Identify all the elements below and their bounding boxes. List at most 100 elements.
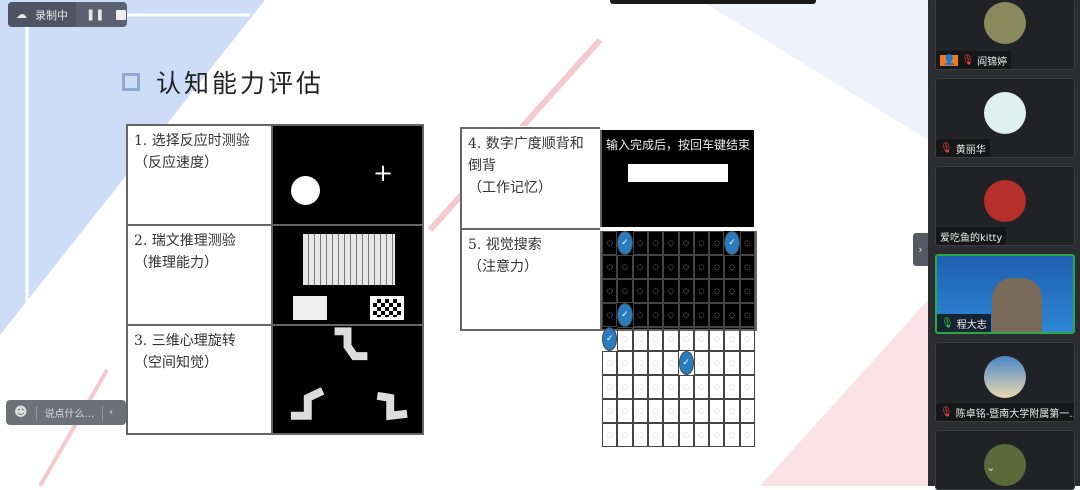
search-symbol: ◌ [647, 303, 664, 327]
search-symbol: ◌ [693, 375, 710, 399]
test-cell: 3. 三维心理旋转（空间知觉） [126, 324, 273, 435]
participant-tile[interactable]: 🎙黄丽华 [935, 78, 1075, 158]
search-symbol: ◌ [709, 423, 725, 447]
search-symbol: ◌ [663, 327, 679, 351]
recording-label: 录制中 [35, 8, 68, 22]
left-test-table: 1. 选择反应时测验（反应速度） + 2. 瑞文推理测验（推理能力） 3. 三维… [126, 124, 424, 435]
test-name: 5. 视觉搜索 [468, 237, 542, 253]
search-symbol: ◌ [617, 351, 633, 375]
search-symbol: ◌ [663, 231, 679, 255]
shared-slide: 认知能力评估 1. 选择反应时测验（反应速度） + 2. 瑞文推理测验（推理能力… [0, 0, 928, 486]
participant-tile[interactable]: 爱吃鱼的kitty [935, 166, 1075, 246]
cloud-record-icon: ☁ [16, 8, 27, 21]
search-symbol: ◌ [632, 231, 648, 255]
search-symbol: ◌ [602, 279, 618, 303]
search-symbol: ◌ [724, 399, 740, 423]
recording-indicator: ☁ 录制中 ❚❚ [8, 2, 127, 27]
raven-image [271, 224, 424, 326]
participant-tile-speaking[interactable]: 🎙程大志 [935, 254, 1075, 334]
search-symbol: ◌ [647, 231, 664, 255]
search-symbol: ◌ [647, 375, 664, 399]
search-symbol: ◌ [678, 423, 694, 447]
search-symbol: ◌ [678, 375, 694, 399]
mic-muted-icon: 🎙 [940, 406, 953, 418]
stop-icon[interactable] [116, 9, 127, 20]
sidebar-collapse-button[interactable]: › [913, 233, 928, 266]
search-grid: ◌✓◌◌◌◌◌◌✓◌◌◌◌◌◌◌◌◌◌◌◌◌◌◌◌◌◌◌◌◌◌✓◌◌◌◌◌◌◌◌… [602, 231, 755, 447]
pause-icon[interactable]: ❚❚ [86, 8, 105, 21]
search-symbol: ◌ [678, 255, 694, 279]
search-symbol: ◌ [602, 231, 618, 255]
search-symbol: ◌ [647, 327, 664, 351]
emoji-icon[interactable]: ☻ [14, 405, 28, 420]
search-symbol: ◌ [632, 423, 648, 447]
test-sub: （空间知觉） [134, 355, 218, 371]
raven-option [370, 296, 404, 320]
participant-name: 陈卓铭-暨南大学附属第一... [955, 408, 1074, 420]
search-symbol: ◌ [709, 303, 725, 327]
check-icon: ✓ [602, 327, 618, 351]
screen-share-toolbar[interactable] [610, 0, 816, 4]
mic-muted-icon: 🎙 [961, 54, 975, 66]
test-sub: （工作记忆） [468, 180, 552, 196]
search-symbol: ◌ [602, 399, 618, 423]
participant-tile[interactable]: ⌄ [935, 430, 1075, 490]
search-symbol: ◌ [678, 303, 694, 327]
search-symbol: ◌ [632, 375, 648, 399]
search-symbol: ◌ [724, 351, 740, 375]
search-symbol: ◌ [724, 375, 740, 399]
check-icon: ✓ [617, 303, 633, 327]
search-symbol: ◌ [632, 279, 648, 303]
search-symbol: ◌ [693, 279, 710, 303]
chat-bar[interactable]: ☻ 说点什么... ‹ [6, 400, 126, 425]
search-symbol: ◌ [739, 231, 755, 255]
search-symbol: ◌ [617, 375, 633, 399]
right-test-table: 4. 数字广度顺背和倒背 （工作记忆） 输入完成后，按回车键结束 5. 视觉搜索 （… [460, 126, 758, 447]
scroll-down-icon[interactable]: ⌄ [986, 461, 996, 474]
search-symbol: ◌ [663, 399, 679, 423]
digit-span-prompt: 输入完成后，按回车键结束 [605, 138, 750, 152]
search-symbol: ◌ [647, 279, 664, 303]
search-symbol: ◌ [663, 255, 679, 279]
test-sub: （推理能力） [134, 255, 218, 271]
avatar [984, 444, 1026, 486]
test-cell: 4. 数字广度顺背和倒背 （工作记忆） [460, 127, 602, 230]
search-symbol: ◌ [647, 255, 664, 279]
digit-input-box [628, 164, 728, 182]
search-symbol: ◌ [632, 327, 648, 351]
test-cell: 2. 瑞文推理测验（推理能力） [126, 224, 273, 326]
search-symbol: ◌ [678, 231, 694, 255]
search-symbol: ◌ [663, 351, 679, 375]
raven-option [293, 296, 327, 320]
search-symbol: ◌ [647, 423, 664, 447]
participant-tile[interactable]: 👤🎙阎锦婷 [935, 0, 1075, 70]
mic-muted-icon: 🎙 [940, 142, 953, 154]
test-name: 4. 数字广度顺背和倒背 [468, 136, 584, 174]
test-sub: （注意力） [468, 259, 538, 275]
chat-input[interactable]: 说点什么... [44, 409, 95, 420]
search-symbol: ◌ [709, 327, 725, 351]
search-symbol: ◌ [647, 399, 664, 423]
search-symbol: ◌ [739, 327, 755, 351]
avatar [984, 92, 1026, 134]
search-symbol: ◌ [693, 399, 710, 423]
participant-name: 阎锦婷 [977, 56, 1008, 68]
search-symbol: ◌ [709, 231, 725, 255]
search-symbol: ◌ [739, 375, 755, 399]
slide-title-text: 认知能力评估 [156, 69, 325, 98]
search-symbol: ◌ [663, 423, 679, 447]
search-symbol: ◌ [663, 279, 679, 303]
search-symbol: ◌ [632, 351, 648, 375]
search-symbol: ◌ [632, 303, 648, 327]
collapse-chat-icon[interactable]: ‹ [109, 407, 114, 418]
test-cell: 1. 选择反应时测验（反应速度） [126, 124, 273, 226]
digit-span-image: 输入完成后，按回车键结束 [600, 126, 758, 231]
search-symbol: ◌ [632, 399, 648, 423]
mic-active-icon: 🎙 [941, 317, 954, 329]
search-symbol: ◌ [739, 399, 755, 423]
search-symbol: ◌ [739, 279, 755, 303]
search-symbol: ◌ [617, 255, 633, 279]
participant-tile[interactable]: 🎙陈卓铭-暨南大学附属第一... [935, 342, 1075, 422]
search-symbol: ◌ [647, 351, 664, 375]
avatar [984, 2, 1026, 44]
